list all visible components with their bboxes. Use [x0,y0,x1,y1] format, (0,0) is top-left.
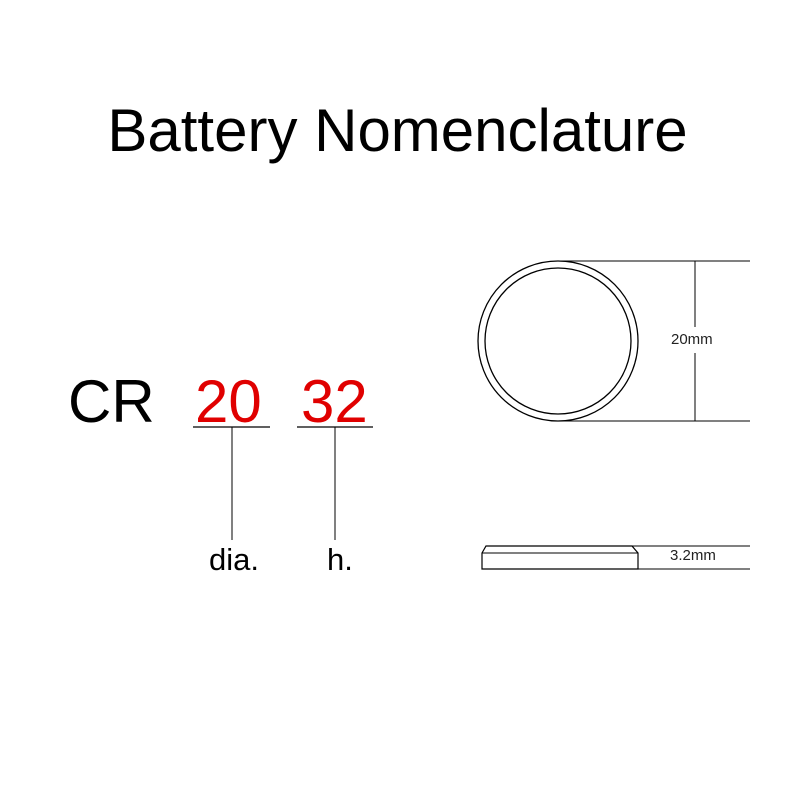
height-dimension-text: 3.2mm [670,547,716,564]
cell-top-inner [484,267,632,415]
chemistry-prefix: CR [68,368,155,435]
diameter-dimension-text: 20mm [671,331,713,348]
page-title: Battery Nomenclature [107,97,688,164]
height-code: 32 [301,368,368,435]
diameter-label: dia. [209,542,259,577]
cell-side-profile [481,545,639,570]
diameter-code: 20 [195,368,262,435]
height-label: h. [327,542,353,577]
cell-top-outer [477,260,639,422]
